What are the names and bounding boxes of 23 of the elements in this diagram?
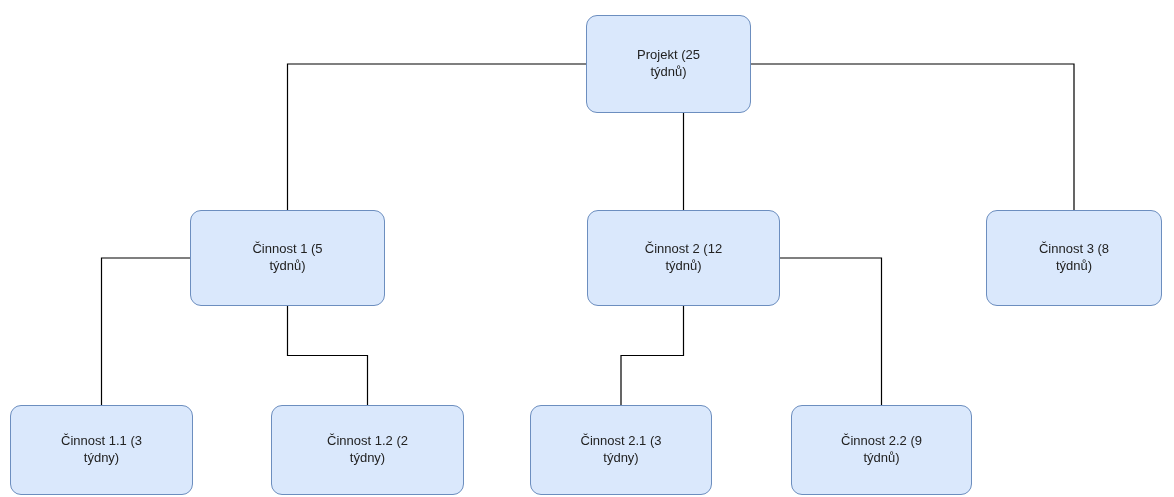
task-label: Činnost 3 (8 týdnů) [1037,241,1111,275]
task-box [587,210,780,306]
task-label: Činnost 2 (12 týdnů) [643,241,724,275]
task-box [10,405,193,495]
connector-line [100,257,191,406]
connector-line [286,63,587,211]
task-label: Činnost 2.1 (3 týdny) [579,433,663,467]
task-label: Činnost 1.1 (3 týdny) [60,433,143,467]
task-label: Činnost 1 (5 týdnů) [251,241,324,275]
connector-line [620,305,685,406]
connector-line [750,63,1075,211]
task-box [986,210,1162,306]
task-label: Činnost 1.2 (2 týdny) [326,433,409,467]
connector-line [682,112,685,211]
task-label: Projekt (25 týdnů) [636,47,701,81]
task-box [530,405,712,495]
task-box [190,210,385,306]
connector-line [779,257,883,406]
task-label: Činnost 2.2 (9 týdnů) [840,433,923,467]
task-box [791,405,972,495]
task-box [271,405,464,495]
task-box [586,15,751,113]
connector-line [286,305,369,406]
